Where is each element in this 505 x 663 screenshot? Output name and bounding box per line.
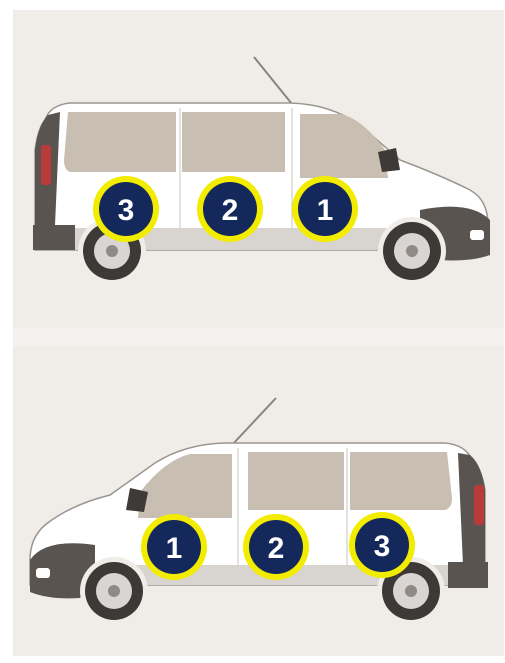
front-wheel (85, 562, 143, 620)
rear-bumper (33, 225, 75, 250)
seat-row-number: 3 (374, 530, 391, 563)
window-middle (182, 112, 285, 172)
antenna (254, 57, 292, 104)
fog-light (36, 568, 50, 578)
antenna (232, 398, 276, 445)
window-middle (248, 452, 344, 510)
tail-light (474, 485, 484, 525)
van-left-side: 3 2 1 (33, 57, 490, 285)
tail-light (41, 145, 51, 185)
window-front (300, 114, 388, 178)
fog-light (470, 230, 484, 240)
seat-row-badge: 2 (197, 176, 263, 242)
seat-row-number: 1 (166, 532, 183, 565)
seat-row-badge: 1 (292, 176, 358, 242)
rear-bumper (448, 562, 488, 588)
seat-row-badge: 2 (243, 514, 309, 580)
window-rear (350, 452, 452, 510)
window-front (138, 454, 232, 518)
seat-row-number: 2 (222, 194, 239, 227)
seat-row-number: 3 (118, 194, 135, 227)
seat-row-number: 2 (268, 532, 285, 565)
seat-row-badge: 3 (349, 512, 415, 578)
mirror (378, 148, 400, 172)
front-wheel (383, 222, 441, 280)
seat-row-badge: 3 (93, 176, 159, 242)
van-right-side: 1 2 3 (30, 398, 488, 625)
seat-row-number: 1 (317, 194, 334, 227)
seat-row-badge: 1 (141, 514, 207, 580)
window-rear (64, 112, 176, 172)
